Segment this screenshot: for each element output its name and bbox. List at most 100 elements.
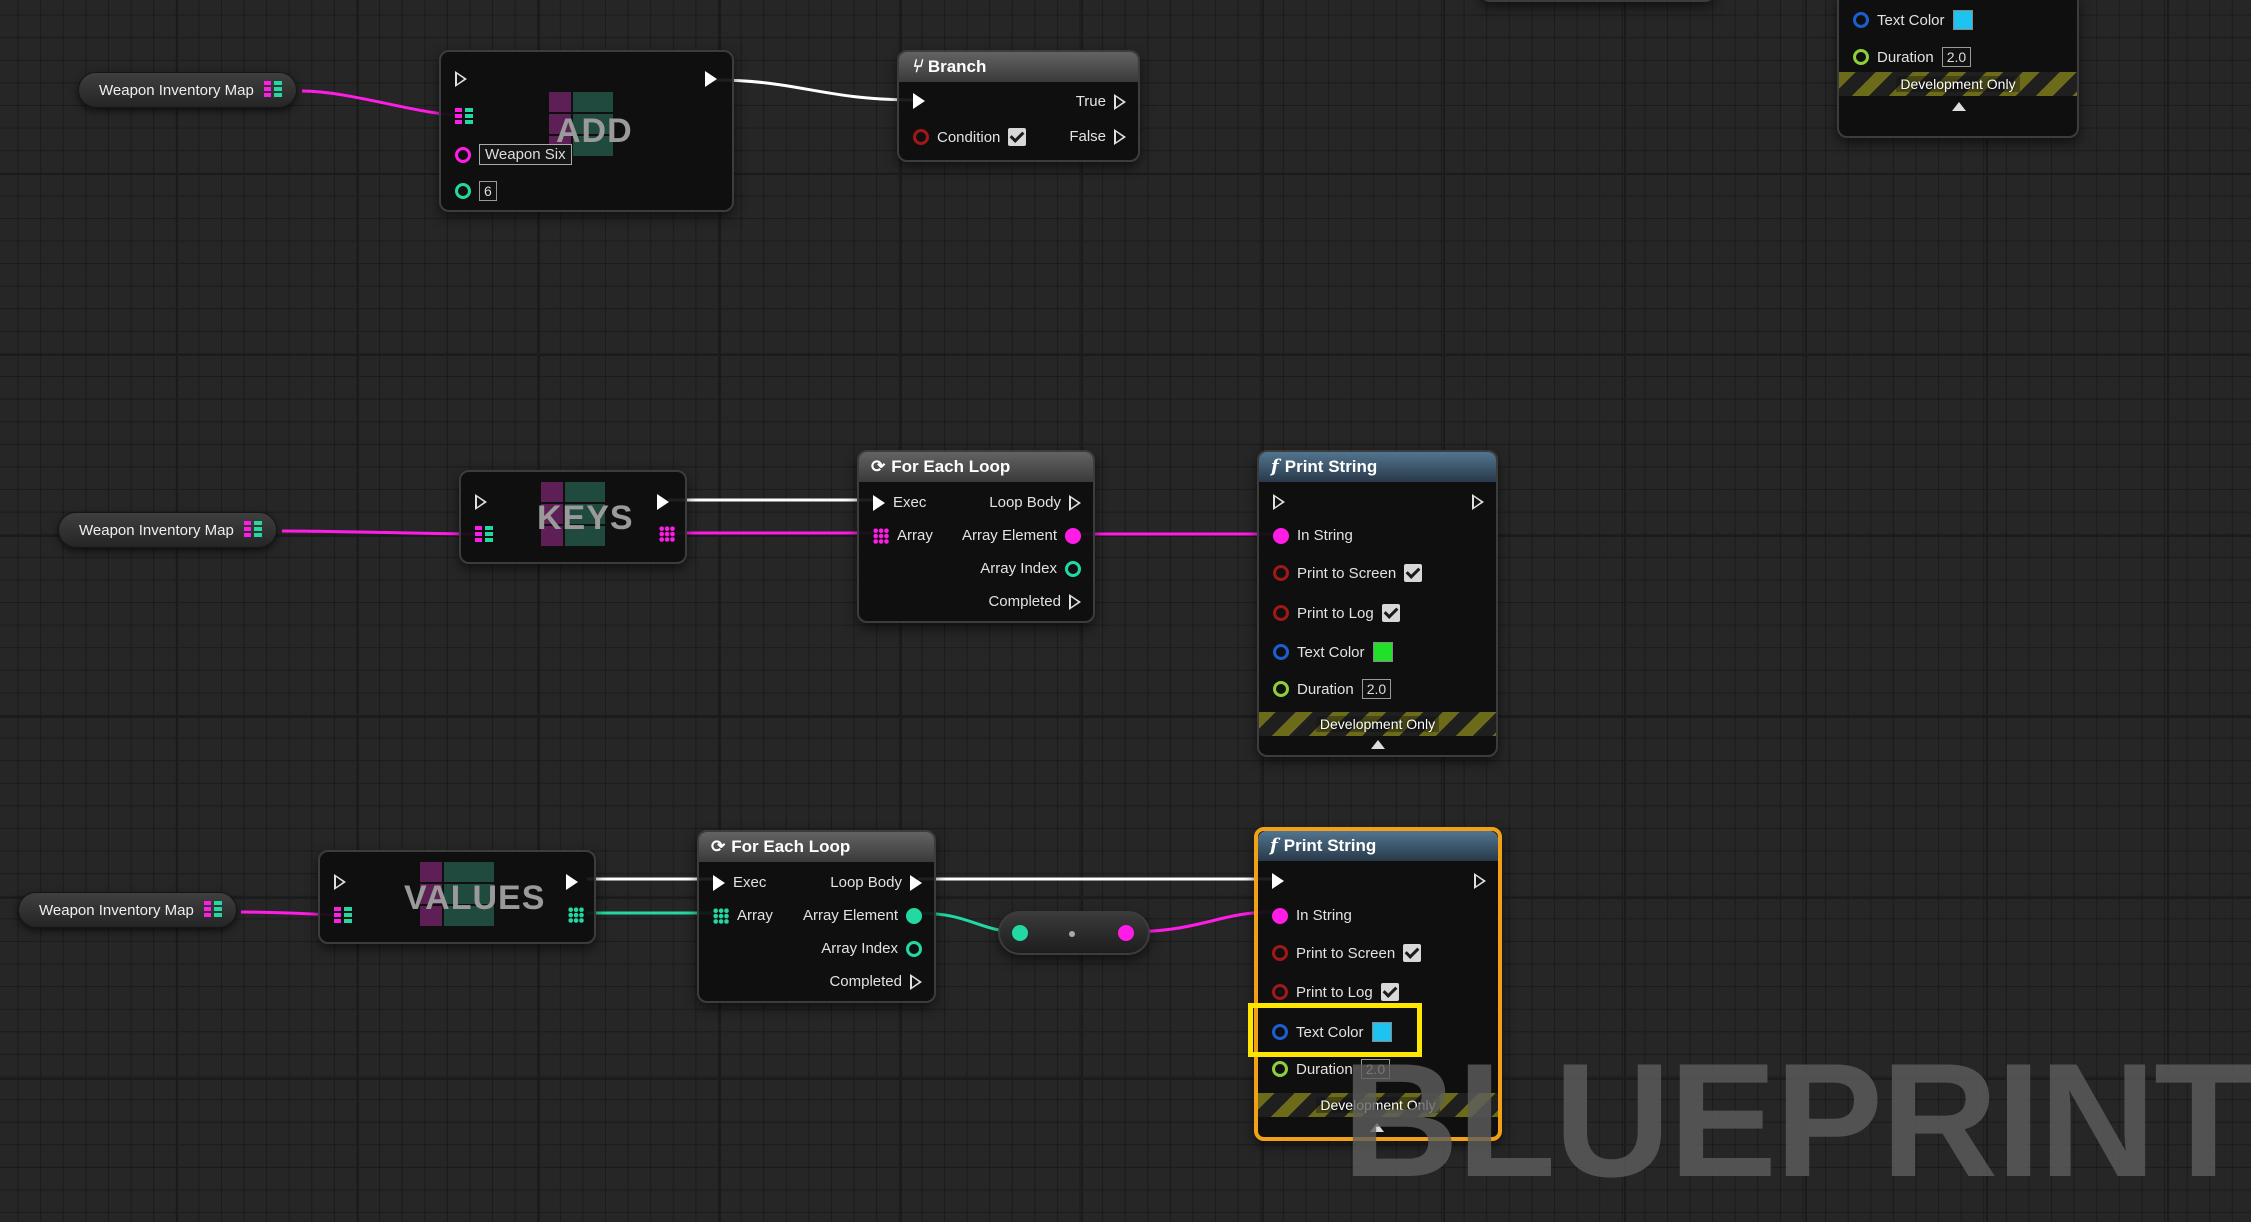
array-element-pin[interactable] (906, 907, 922, 924)
exec-out-pin[interactable] (1474, 873, 1486, 889)
text-color-swatch[interactable] (1952, 10, 1973, 30)
condition-checkbox[interactable] (1008, 128, 1027, 146)
array-in-pin[interactable] (713, 907, 729, 924)
for-each-loop-node-1[interactable]: ⟳ For Each Loop Exec Array Loop Body Arr… (857, 450, 1095, 623)
target-map-pin[interactable] (475, 526, 493, 544)
keys-array-out-pin[interactable] (659, 526, 675, 542)
loop-body-pin[interactable] (910, 874, 922, 891)
getter-label: Weapon Inventory Map (99, 81, 254, 99)
exec-out-pin[interactable] (1472, 494, 1484, 510)
exec-label: Exec (893, 494, 927, 511)
exec-in-pin[interactable] (1273, 494, 1285, 510)
foreach2-header: ⟳ For Each Loop (699, 832, 934, 862)
duration-label: Duration (1296, 1060, 1353, 1078)
weapon-inventory-map-getter[interactable]: Weapon Inventory Map (78, 72, 297, 108)
development-only-banner: Development Only (1259, 712, 1496, 736)
conversion-out-pin[interactable] (1118, 925, 1134, 941)
exec-in-pin[interactable] (913, 93, 925, 109)
values-array-out-pin[interactable] (568, 907, 584, 923)
development-only-banner: Development Only (1258, 1093, 1498, 1117)
print-to-screen-checkbox[interactable] (1403, 944, 1422, 962)
expand-arrow[interactable] (1952, 102, 1966, 111)
print-string-node-2[interactable]: f Print String In String Print to Screen… (1254, 827, 1502, 1141)
map-values-node[interactable]: VALUES (318, 850, 596, 944)
map-variable-icon (263, 81, 282, 99)
branch-node[interactable]: ⑂ Branch True Condition False (897, 50, 1140, 162)
foreach1-header: ⟳ For Each Loop (859, 452, 1093, 482)
text-color-pin[interactable] (1853, 12, 1869, 28)
exec-in-pin[interactable] (334, 874, 346, 890)
in-string-label: In String (1297, 527, 1353, 544)
getter-label: Weapon Inventory Map (39, 901, 194, 919)
branch-header: ⑂ Branch (899, 52, 1138, 82)
exec-out-pin[interactable] (705, 71, 717, 87)
top-right-print-node[interactable]: Text Color Duration 2.0 Development Only (1837, 0, 2079, 138)
map-keys-node[interactable]: KEYS (459, 470, 687, 564)
blueprint-watermark: BLUEPRINT (1342, 1030, 2251, 1211)
print2-header: f Print String (1258, 831, 1498, 861)
array-index-pin[interactable] (1065, 560, 1081, 577)
duration-pin[interactable] (1273, 681, 1289, 697)
expand-arrow[interactable] (1370, 1123, 1384, 1132)
for-each-loop-node-2[interactable]: ⟳ For Each Loop Exec Array Loop Body Arr… (697, 830, 936, 1003)
target-map-pin[interactable] (455, 108, 473, 126)
in-string-pin[interactable] (1272, 907, 1288, 924)
array-element-pin[interactable] (1065, 527, 1081, 544)
text-color-swatch[interactable] (1372, 642, 1393, 662)
value-pin[interactable] (455, 183, 471, 199)
text-color-label: Text Color (1297, 643, 1365, 661)
print-to-screen-pin[interactable] (1272, 945, 1288, 961)
development-only-banner: Development Only (1839, 72, 2077, 96)
weapon-inventory-map-getter-keys[interactable]: Weapon Inventory Map (58, 512, 277, 548)
false-label: False (1069, 128, 1106, 145)
print-to-log-checkbox[interactable] (1380, 983, 1399, 1001)
condition-pin[interactable] (913, 129, 929, 145)
print-to-log-pin[interactable] (1272, 984, 1288, 1000)
loop-body-label: Loop Body (830, 874, 902, 891)
text-color-pin[interactable] (1273, 644, 1289, 660)
print-to-screen-checkbox[interactable] (1404, 564, 1423, 582)
print-to-log-label: Print to Log (1297, 604, 1374, 622)
wire-keys-map (281, 529, 483, 536)
exec-in-pin[interactable] (455, 71, 467, 87)
duration-input[interactable]: 2.0 (1941, 47, 1972, 67)
duration-input[interactable]: 2.0 (1360, 1059, 1391, 1079)
array-in-pin[interactable] (873, 527, 889, 544)
print-string-node-1[interactable]: f Print String In String Print to Screen… (1257, 450, 1498, 757)
true-exec-pin[interactable] (1114, 93, 1126, 110)
exec-in-pin[interactable] (1272, 873, 1284, 889)
exec-in-pin[interactable] (713, 874, 725, 891)
completed-pin[interactable] (910, 973, 922, 990)
key-input[interactable]: Weapon Six (479, 144, 572, 165)
in-string-pin[interactable] (1273, 527, 1289, 544)
key-pin[interactable] (455, 146, 471, 163)
exec-out-pin[interactable] (566, 874, 578, 890)
exec-out-pin[interactable] (657, 494, 669, 510)
weapon-inventory-map-getter-values[interactable]: Weapon Inventory Map (18, 892, 237, 928)
conversion-node[interactable] (998, 911, 1150, 955)
branch-title: Branch (927, 57, 987, 76)
array-index-pin[interactable] (906, 940, 922, 957)
exec-in-pin[interactable] (873, 494, 885, 511)
text-color-swatch[interactable] (1371, 1022, 1392, 1042)
map-add-node[interactable]: ADD Weapon Six 6 (439, 50, 734, 212)
exec-in-pin[interactable] (475, 494, 487, 510)
print-to-log-checkbox[interactable] (1381, 604, 1400, 622)
loop-icon: ⟳ (711, 837, 726, 856)
duration-pin[interactable] (1272, 1061, 1288, 1077)
print-to-log-pin[interactable] (1273, 605, 1289, 621)
expand-arrow[interactable] (1371, 740, 1385, 749)
completed-label: Completed (988, 593, 1061, 610)
duration-pin[interactable] (1853, 49, 1869, 65)
text-color-pin[interactable] (1272, 1024, 1288, 1040)
print-to-screen-pin[interactable] (1273, 565, 1289, 581)
function-icon: f (1271, 456, 1279, 477)
print-to-screen-label: Print to Screen (1297, 564, 1397, 582)
duration-input[interactable]: 2.0 (1361, 679, 1392, 699)
completed-pin[interactable] (1069, 593, 1081, 610)
target-map-pin[interactable] (334, 907, 352, 925)
false-exec-pin[interactable] (1114, 128, 1126, 145)
loop-body-pin[interactable] (1069, 494, 1081, 511)
value-input[interactable]: 6 (479, 181, 497, 201)
conversion-in-pin[interactable] (1012, 925, 1028, 941)
